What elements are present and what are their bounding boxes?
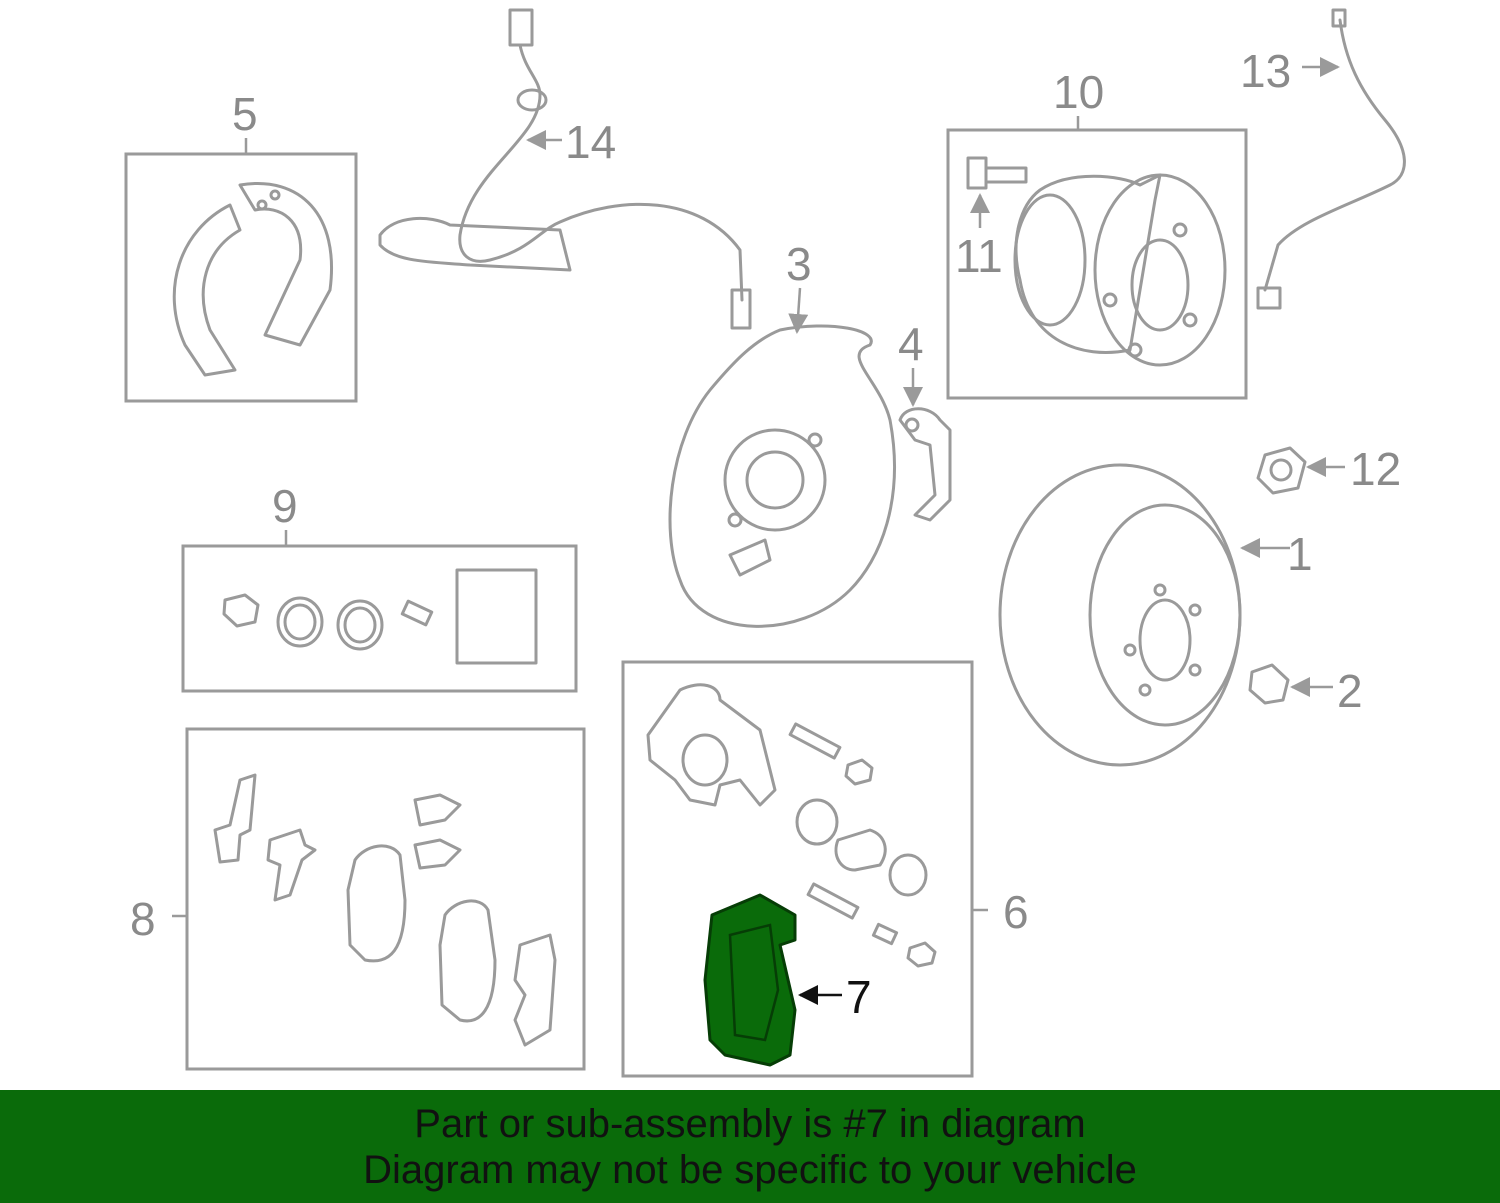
callout-11: 11 xyxy=(955,230,1003,282)
parts-diagram: 1 2 3 4 5 6 7 8 9 10 11 12 13 14 xyxy=(124,8,1406,1078)
part-8-pad-kit[interactable] xyxy=(172,727,586,1071)
part-4-bracket[interactable] xyxy=(898,368,952,522)
callout-8: 8 xyxy=(130,893,156,945)
part-2-bushing[interactable] xyxy=(1248,663,1333,705)
part-10-hub-box[interactable] xyxy=(946,116,1248,400)
callout-1: 1 xyxy=(1287,528,1313,580)
banner-line-part: Part or sub-assembly is #7 in diagram xyxy=(414,1101,1086,1146)
part-3-dust-shield[interactable] xyxy=(668,287,896,628)
part-12-nut[interactable] xyxy=(1256,446,1345,495)
callout-6: 6 xyxy=(1003,886,1029,938)
part-14-abs-wire[interactable] xyxy=(378,8,752,330)
callout-13: 13 xyxy=(1240,45,1291,97)
callout-2: 2 xyxy=(1337,665,1363,717)
callout-12: 12 xyxy=(1350,443,1401,495)
callout-9: 9 xyxy=(272,480,298,532)
part-11-hub-bolt[interactable] xyxy=(966,156,1028,228)
part-7-caliper-bracket[interactable] xyxy=(703,893,842,1067)
callout-7: 7 xyxy=(846,971,872,1023)
callout-10: 10 xyxy=(1053,66,1104,118)
part-6-caliper-box[interactable] xyxy=(621,660,988,1078)
info-banner: Part or sub-assembly is #7 in diagram Di… xyxy=(0,1090,1500,1203)
callout-5: 5 xyxy=(232,88,258,140)
part-13-sensor-wire[interactable] xyxy=(1256,8,1406,310)
part-9-seal-kit[interactable] xyxy=(181,530,578,693)
callout-4: 4 xyxy=(898,318,924,370)
banner-line-disclaimer: Diagram may not be specific to your vehi… xyxy=(363,1147,1137,1192)
part-1-brake-disc[interactable] xyxy=(998,463,1290,767)
callout-14: 14 xyxy=(565,116,616,168)
callout-3: 3 xyxy=(786,238,812,290)
part-5-brake-shoe[interactable] xyxy=(124,138,358,403)
